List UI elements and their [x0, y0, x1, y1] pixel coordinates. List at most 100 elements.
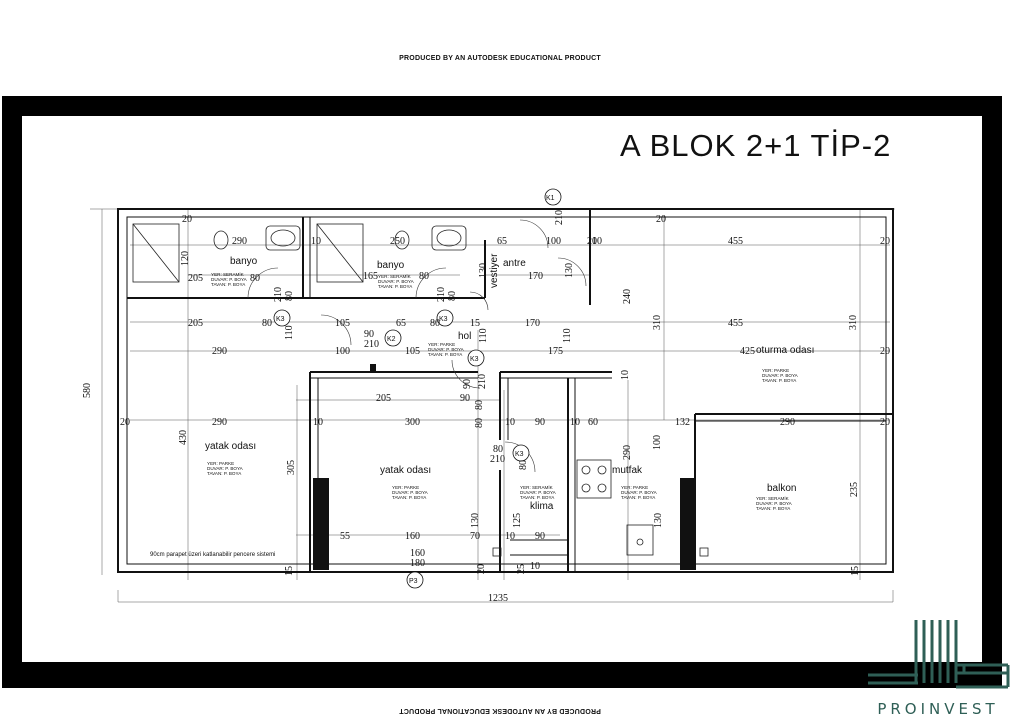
svg-text:YER: SERAMİK: YER: SERAMİK	[378, 273, 412, 279]
svg-text:DUVAR: P. BOYA: DUVAR: P. BOYA	[756, 501, 793, 506]
dim: 160	[405, 531, 420, 542]
proinvest-logo	[868, 620, 1010, 689]
dim: 90	[535, 417, 545, 428]
dim: 60	[588, 417, 598, 428]
tag-k1: K1	[546, 195, 555, 202]
dim: 250	[390, 236, 405, 247]
svg-text:YER: PARKE: YER: PARKE	[207, 461, 234, 466]
finish-note-klima: YER: SERAMİK DUVAR: P. BOYA TAVAN: P. BO…	[520, 484, 557, 500]
dim: 240	[622, 289, 633, 304]
room-label-yatak-odasi-1: yatak odası	[205, 441, 256, 452]
svg-text:DUVAR: P. BOYA: DUVAR: P. BOYA	[392, 490, 429, 495]
room-label-mutfak: mutfak	[612, 465, 643, 476]
dim: 235	[849, 482, 860, 497]
dim: 305	[286, 460, 297, 475]
dim: 110	[478, 328, 489, 343]
dim: 310	[848, 315, 859, 330]
dim: 210	[436, 287, 447, 302]
dim: 10	[570, 417, 580, 428]
svg-text:YER: SERAMİK: YER: SERAMİK	[520, 484, 554, 490]
dim: 180	[410, 558, 425, 569]
dim: 80	[250, 273, 260, 284]
dim: 10	[530, 561, 540, 572]
dim: 100	[546, 236, 561, 247]
room-label-yatak-odasi-2: yatak odası	[380, 465, 431, 476]
svg-text:DUVAR: P. BOYA: DUVAR: P. BOYA	[520, 490, 557, 495]
finish-note-balkon: YER: SERAMİK DUVAR: P. BOYA TAVAN: P. BO…	[756, 495, 793, 511]
dim: 10	[592, 236, 602, 247]
dim: 20	[880, 346, 890, 357]
tag-k3-b: K3	[439, 316, 448, 323]
room-label-antre: antre	[503, 258, 526, 269]
room-label-klima: klima	[530, 501, 554, 512]
dim: 10	[311, 236, 321, 247]
tag-k2: K2	[387, 336, 396, 343]
autodesk-banner-top: PRODUCED BY AN AUTODESK EDUCATIONAL PROD…	[399, 55, 601, 62]
tag-k3-d: K3	[515, 451, 524, 458]
autodesk-banner-bottom: PRODUCED BY AN AUTODESK EDUCATIONAL PROD…	[399, 707, 601, 714]
svg-text:DUVAR: P. BOYA: DUVAR: P. BOYA	[378, 279, 415, 284]
dim: 80	[474, 418, 485, 428]
dim: 20	[656, 214, 666, 225]
svg-text:TAVAN: P. BOYA: TAVAN: P. BOYA	[621, 495, 656, 500]
tag-k3-c: K3	[470, 356, 479, 363]
finish-note-yatak-2: YER: PARKE DUVAR: P. BOYA TAVAN: P. BOYA	[392, 485, 429, 500]
svg-text:TAVAN: P. BOYA: TAVAN: P. BOYA	[211, 282, 246, 287]
dim: 205	[376, 393, 391, 404]
dim: 20	[587, 236, 597, 247]
finish-note-yatak-1: YER: PARKE DUVAR: P. BOYA TAVAN: P. BOYA	[207, 461, 244, 476]
svg-text:TAVAN: P. BOYA: TAVAN: P. BOYA	[762, 378, 797, 383]
finish-note-banyo-2: YER: SERAMİK DUVAR: P. BOYA TAVAN: P. BO…	[378, 273, 415, 289]
dim: 70	[470, 531, 480, 542]
dim: 290	[232, 236, 247, 247]
dim: 80	[447, 291, 458, 301]
dim: 90	[462, 379, 473, 389]
dimension-labels: 1235 580 290 120 205 80 80 210 10 250 16…	[82, 210, 890, 604]
logo-text: PROINVEST	[877, 700, 999, 718]
dim: 290	[212, 346, 227, 357]
dim: 455	[728, 236, 743, 247]
walls	[117, 208, 894, 573]
dim: 80	[284, 291, 295, 301]
window-system-note: 90cm parapet üzeri katlanabilir pencere …	[150, 552, 275, 558]
dim: 205	[188, 273, 203, 284]
room-label-balkon: balkon	[767, 483, 796, 494]
dim: 10	[313, 417, 323, 428]
dim: 100	[335, 346, 350, 357]
svg-text:YER: SERAMİK: YER: SERAMİK	[211, 271, 245, 277]
door-tag-circles	[273, 188, 562, 589]
dim: 10	[620, 370, 631, 380]
dim: 80	[518, 460, 529, 470]
finish-note-hol: YER: PARKE DUVAR: P. BOYA TAVAN: P. BOYA	[428, 342, 465, 357]
dim: 430	[178, 430, 189, 445]
dim: 290	[780, 417, 795, 428]
room-label-banyo-2: banyo	[377, 260, 405, 271]
svg-text:TAVAN: P. BOYA: TAVAN: P. BOYA	[520, 495, 555, 500]
dim: 105	[335, 318, 350, 329]
svg-text:YER: PARKE: YER: PARKE	[428, 342, 455, 347]
dim: 210	[273, 287, 284, 302]
dim: 120	[180, 251, 191, 266]
dim: 20	[120, 417, 130, 428]
dim: 165	[363, 271, 378, 282]
tag-k3-a: K3	[276, 316, 285, 323]
svg-text:DUVAR: P. BOYA: DUVAR: P. BOYA	[621, 490, 658, 495]
dim: 210	[477, 374, 488, 389]
dim: 175	[548, 346, 563, 357]
svg-text:TAVAN: P. BOYA: TAVAN: P. BOYA	[207, 471, 242, 476]
room-label-hol: hol	[458, 331, 471, 342]
dim: 80	[430, 318, 440, 329]
plan-title: A BLOK 2+1 TİP-2	[620, 128, 892, 163]
dim: 455	[728, 318, 743, 329]
dim: 425	[740, 346, 755, 357]
svg-text:TAVAN: P. BOYA: TAVAN: P. BOYA	[756, 506, 791, 511]
svg-text:YER: PARKE: YER: PARKE	[762, 368, 789, 373]
dim: 20	[182, 214, 192, 225]
dim: 210	[490, 454, 505, 465]
dim: 205	[188, 318, 203, 329]
dim: 20	[476, 564, 487, 574]
dim: 90	[460, 393, 470, 404]
svg-text:DUVAR: P. BOYA: DUVAR: P. BOYA	[211, 277, 248, 282]
dim: 90	[364, 329, 374, 340]
